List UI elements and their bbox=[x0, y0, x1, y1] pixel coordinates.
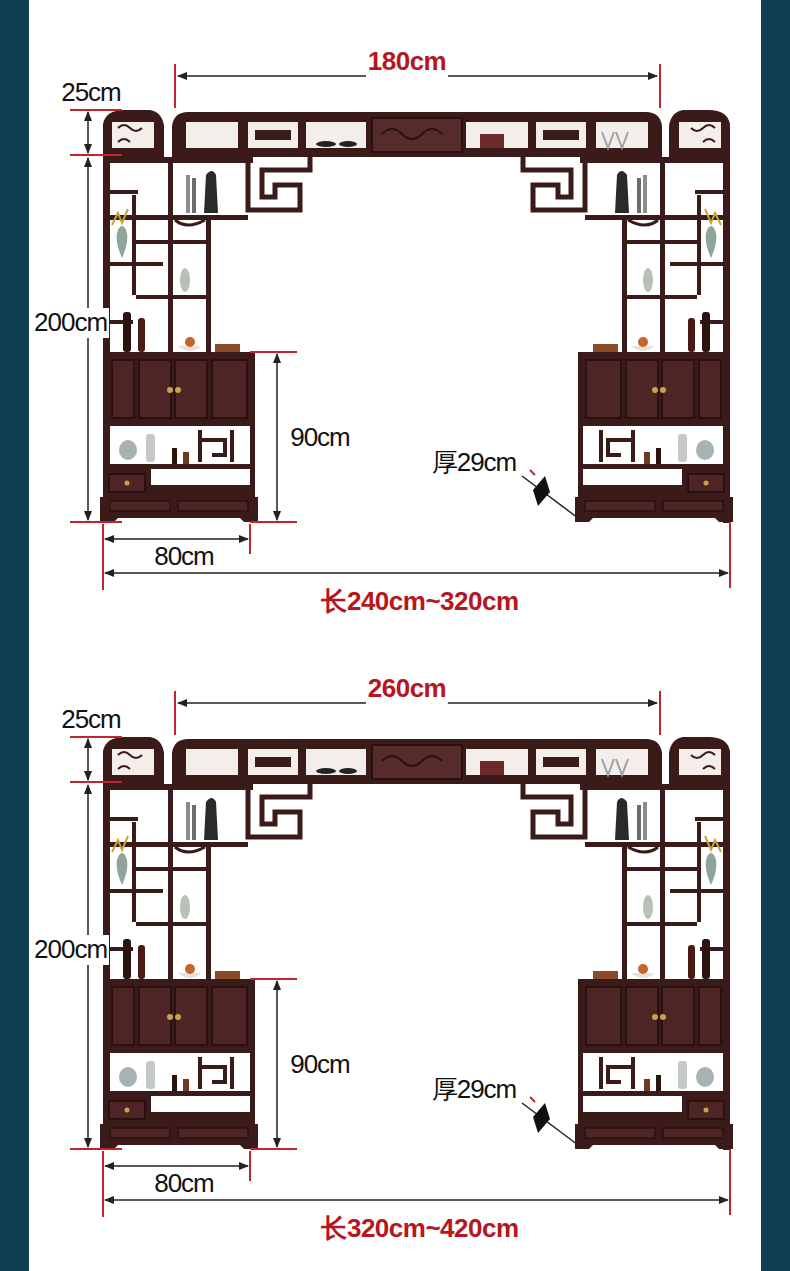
dimension-length: 长240cm~320cm bbox=[319, 587, 520, 617]
panel-two bbox=[70, 691, 733, 1217]
dimension-cabinet: 90cm bbox=[288, 1050, 352, 1080]
dimension-length: 长320cm~420cm bbox=[319, 1214, 520, 1244]
drawing-part bbox=[100, 110, 310, 523]
dimension-width: 260cm bbox=[366, 674, 448, 704]
dimension-depth: 厚29cm bbox=[430, 1075, 519, 1105]
dimension-depth: 厚29cm bbox=[430, 448, 519, 478]
dimension-tower: 80cm bbox=[152, 1169, 216, 1199]
panel-one bbox=[70, 64, 733, 590]
drawing-part bbox=[70, 64, 730, 590]
drawing-part bbox=[523, 110, 733, 523]
dimension-height: 200cm bbox=[32, 935, 109, 965]
dimension-height: 200cm bbox=[32, 308, 109, 338]
drawing-part bbox=[172, 739, 662, 784]
drawing-part bbox=[523, 737, 733, 1150]
drawing-part bbox=[70, 691, 730, 1217]
drawing-part bbox=[172, 112, 662, 157]
drawing-part bbox=[100, 737, 310, 1150]
dimension-cap: 25cm bbox=[59, 705, 123, 735]
side-bar bbox=[761, 0, 790, 1271]
dimension-cabinet: 90cm bbox=[288, 423, 352, 453]
dimension-cap: 25cm bbox=[59, 78, 123, 108]
side-bar bbox=[0, 0, 29, 1271]
dimension-width: 180cm bbox=[366, 47, 448, 77]
dimension-tower: 80cm bbox=[152, 542, 216, 572]
